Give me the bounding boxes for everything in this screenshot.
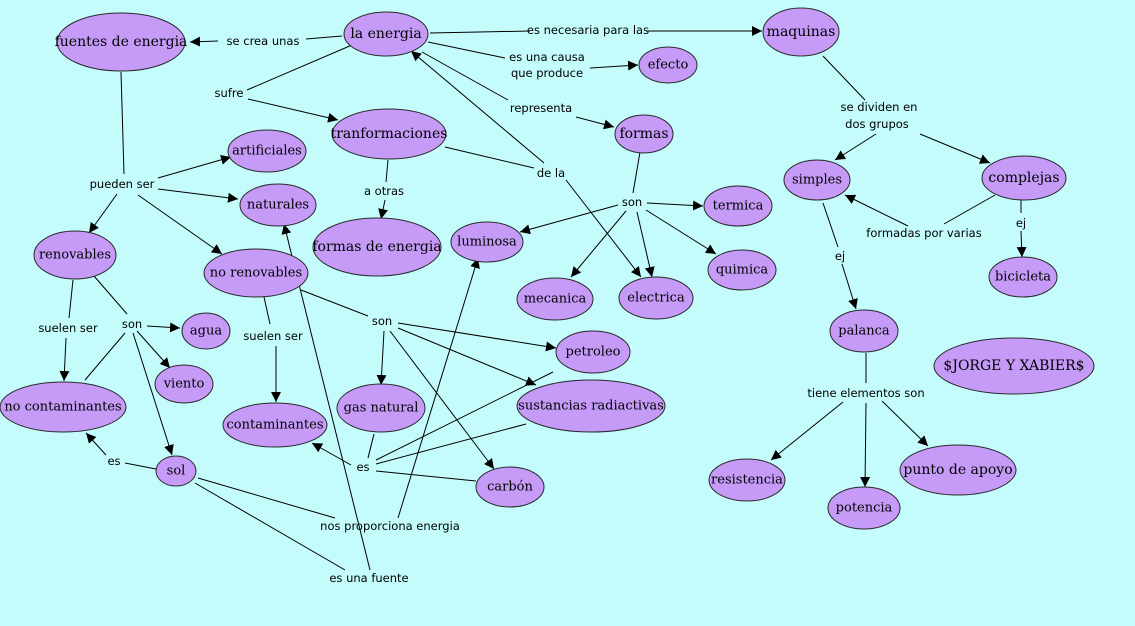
node-electrica[interactable]: electrica — [618, 276, 694, 320]
svg-text:efecto: efecto — [648, 58, 689, 73]
label-se-dividen-en: se dividen en — [841, 100, 918, 114]
node-mecanica[interactable]: mecanica — [516, 277, 594, 321]
svg-text:renovables: renovables — [39, 248, 111, 263]
node-formas[interactable]: formas — [614, 114, 674, 154]
svg-text:potencia: potencia — [836, 501, 893, 516]
label-representa: representa — [510, 101, 572, 115]
label-sufre: sufre — [215, 86, 244, 100]
svg-text:maquinas: maquinas — [767, 24, 836, 40]
label-suelen-ser-no-renovables: suelen ser — [243, 329, 303, 343]
node-no-renovables[interactable]: no renovables — [203, 248, 309, 298]
label-es-una-fuente: es una fuente — [329, 571, 408, 585]
label-dos-grupos: dos grupos — [845, 117, 909, 131]
svg-text:formas de energia: formas de energia — [312, 239, 441, 255]
node-termica[interactable]: termica — [703, 185, 773, 227]
node-potencia[interactable]: potencia — [827, 486, 901, 530]
label-de-la: de la — [537, 166, 565, 180]
label-formadas-por-varias: formadas por varias — [866, 226, 981, 240]
label-son-formas: son — [622, 195, 642, 209]
label-se-crea-unas: se crea unas — [227, 34, 300, 48]
label-ej-complejas: ej — [1016, 216, 1026, 230]
svg-text:punto de apoyo: punto de apoyo — [903, 462, 1012, 478]
label-pueden-ser: pueden ser — [90, 177, 155, 191]
svg-text:agua: agua — [190, 324, 222, 339]
svg-text:mecanica: mecanica — [524, 292, 587, 307]
node-viento[interactable]: viento — [154, 364, 214, 404]
node-fuentes-de-energia[interactable]: fuentes de energia — [55, 12, 188, 72]
node-petroleo[interactable]: petroleo — [555, 330, 631, 374]
node-naturales[interactable]: naturales — [239, 183, 317, 227]
node-gas-natural[interactable]: gas natural — [336, 383, 426, 433]
node-complejas[interactable]: complejas — [981, 155, 1067, 201]
label-suelen-ser-renovables: suelen ser — [38, 321, 98, 335]
svg-text:fuentes de energia: fuentes de energia — [55, 34, 188, 50]
svg-text:contaminantes: contaminantes — [226, 418, 323, 433]
label-que-produce: que produce — [511, 66, 583, 80]
node-jorge-y-xabier[interactable]: $JORGE Y XABIER$ — [933, 337, 1095, 395]
edges — [59, 26, 1027, 571]
node-sol[interactable]: sol — [155, 455, 197, 487]
node-tranformaciones[interactable]: tranformaciones — [331, 108, 448, 160]
svg-text:complejas: complejas — [988, 170, 1059, 186]
node-renovables[interactable]: renovables — [33, 230, 117, 280]
svg-text:resistencia: resistencia — [711, 473, 783, 488]
svg-text:carbón: carbón — [487, 480, 533, 495]
label-es-una-causa: es una causa — [509, 50, 585, 64]
node-la-energia[interactable]: la energia — [343, 11, 429, 57]
nodes: la energia fuentes de energia maquinas e… — [0, 7, 1095, 530]
label-ej-simples: ej — [835, 249, 845, 263]
node-bicicleta[interactable]: bicicleta — [988, 256, 1058, 298]
node-resistencia[interactable]: resistencia — [708, 458, 786, 502]
node-formas-de-energia[interactable]: formas de energia — [312, 217, 442, 277]
edge-labels: se crea unas es necesaria para las es un… — [38, 23, 1026, 585]
svg-text:luminosa: luminosa — [457, 235, 517, 250]
svg-text:electrica: electrica — [627, 291, 685, 306]
node-simples[interactable]: simples — [783, 159, 851, 201]
svg-text:viento: viento — [163, 377, 205, 392]
svg-text:naturales: naturales — [247, 198, 309, 213]
label-son-renovables: son — [122, 317, 142, 331]
label-a-otras: a otras — [364, 184, 404, 198]
node-carbon[interactable]: carbón — [475, 466, 545, 508]
label-nos-proporciona-energia: nos proporciona energia — [320, 519, 460, 533]
node-artificiales[interactable]: artificiales — [227, 129, 307, 173]
node-palanca[interactable]: palanca — [829, 309, 899, 353]
node-punto-de-apoyo[interactable]: punto de apoyo — [899, 444, 1017, 496]
svg-text:artificiales: artificiales — [232, 144, 302, 159]
svg-text:$JORGE Y XABIER$: $JORGE Y XABIER$ — [943, 358, 1084, 374]
node-contaminantes[interactable]: contaminantes — [222, 402, 328, 448]
label-es-necesaria: es necesaria para las — [527, 23, 649, 37]
node-efecto[interactable]: efecto — [638, 46, 698, 84]
svg-text:bicicleta: bicicleta — [995, 270, 1051, 285]
svg-text:termica: termica — [713, 199, 764, 214]
node-luminosa[interactable]: luminosa — [450, 221, 524, 263]
node-quimica[interactable]: quimica — [707, 249, 777, 291]
node-sustancias-radiactivas[interactable]: sustancias radiactivas — [516, 379, 666, 433]
svg-text:quimica: quimica — [716, 263, 769, 278]
svg-text:la energia: la energia — [350, 26, 421, 42]
node-no-contaminantes[interactable]: no contaminantes — [0, 381, 127, 433]
node-maquinas[interactable]: maquinas — [762, 7, 840, 57]
label-es-sol: es — [107, 454, 120, 468]
label-tiene-elementos-son: tiene elementos son — [807, 386, 924, 400]
label-son-no-renovables: son — [372, 314, 392, 328]
label-es-contaminantes: es — [356, 460, 369, 474]
svg-text:tranformaciones: tranformaciones — [331, 126, 448, 142]
svg-text:gas natural: gas natural — [344, 401, 419, 416]
svg-text:no contaminantes: no contaminantes — [4, 400, 121, 415]
svg-text:sustancias radiactivas: sustancias radiactivas — [518, 399, 664, 414]
svg-text:formas: formas — [619, 126, 668, 142]
svg-text:no renovables: no renovables — [210, 266, 302, 281]
svg-text:simples: simples — [792, 173, 842, 188]
svg-text:petroleo: petroleo — [566, 345, 621, 360]
svg-text:sol: sol — [167, 464, 186, 479]
node-agua[interactable]: agua — [181, 312, 231, 350]
svg-text:palanca: palanca — [838, 324, 890, 339]
